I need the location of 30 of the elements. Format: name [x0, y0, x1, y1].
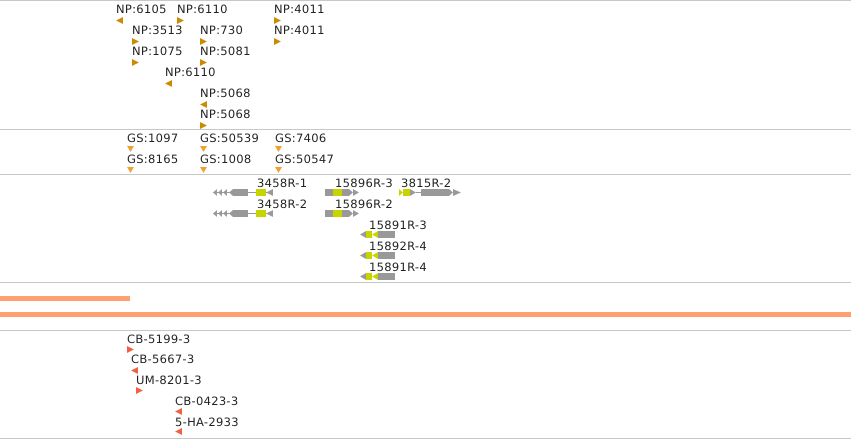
feature-label: 15891R-4	[369, 260, 427, 274]
feature-label: NP:5068	[200, 86, 251, 100]
feature-label: 15891R-3	[369, 218, 427, 232]
feature-label: UM-8201-3	[136, 373, 202, 387]
feature-label: 15896R-3	[335, 176, 393, 190]
feature-label: NP:6105	[116, 2, 167, 16]
feature-label: CB-5667-3	[131, 352, 195, 366]
feature-label: 3458R-2	[257, 197, 308, 211]
feature-label: 15892R-4	[369, 239, 427, 253]
feature-label: NP:730	[200, 23, 244, 37]
feature-label: NP:6110	[177, 2, 228, 16]
feature-label: NP:4011	[274, 2, 325, 16]
feature-label: NP:1075	[132, 44, 183, 58]
feature-label: GS:7406	[275, 131, 326, 145]
feature-label: 5-HA-2933	[175, 415, 239, 429]
feature-label: NP:6110	[165, 65, 216, 79]
feature-label: GS:8165	[127, 152, 178, 166]
feature-label: NP:4011	[274, 23, 325, 37]
feature-label: CB-5199-3	[127, 332, 191, 346]
feature-label: 3815R-2	[401, 176, 452, 190]
feature-label: NP:3513	[132, 23, 183, 37]
feature-label: NP:5081	[200, 44, 251, 58]
feature-label: 15896R-2	[335, 197, 393, 211]
feature-label: CB-0423-3	[175, 394, 239, 408]
feature-label: 3458R-1	[257, 176, 308, 190]
feature-label: GS:1097	[127, 131, 178, 145]
feature-label: GS:50547	[275, 152, 334, 166]
feature-label: NP:5068	[200, 107, 251, 121]
feature-label: GS:50539	[200, 131, 260, 145]
feature-label: GS:1008	[200, 152, 252, 166]
